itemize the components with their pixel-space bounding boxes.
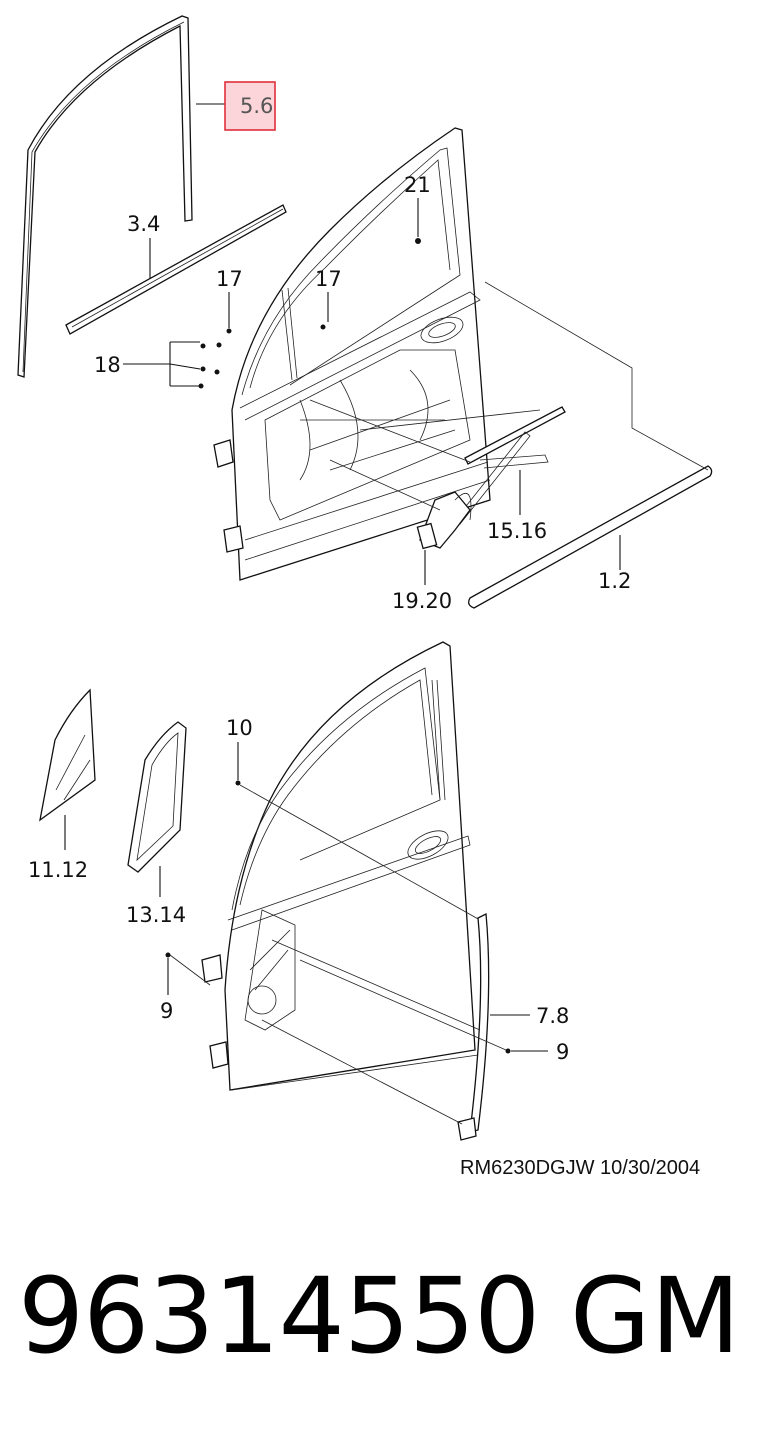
label-3-4: 3.4 <box>127 212 160 236</box>
label-13-14: 13.14 <box>126 903 186 927</box>
part-number: 96314550 <box>18 1255 540 1377</box>
belt-molding-part: 3.4 <box>65 204 287 335</box>
drawing-reference: RM6230DGJW 10/30/2004 <box>460 1157 701 1179</box>
label-1-2: 1.2 <box>598 569 631 593</box>
brand-name: GM <box>570 1255 741 1377</box>
fastener-10: 10 <box>226 716 481 921</box>
label-11-12: 11.12 <box>28 858 88 882</box>
regulator-motor-part: 19.20 <box>392 491 472 613</box>
label-21: 21 <box>404 173 431 197</box>
fastener-17a: 17 <box>216 267 243 334</box>
label-7-8: 7.8 <box>536 1004 569 1028</box>
weatherstrip-part: 1.2 <box>468 281 713 609</box>
fastener-9a: 9 <box>160 952 211 1023</box>
upper-leader-lines <box>309 399 541 511</box>
label-17b: 17 <box>315 267 342 291</box>
quarter-seal-part: 13.14 <box>126 721 187 927</box>
upper-door-shell <box>213 127 491 581</box>
label-15-16: 15.16 <box>487 519 547 543</box>
lower-door-shell <box>201 641 479 1091</box>
run-channel-part <box>17 15 193 378</box>
label-10: 10 <box>226 716 253 740</box>
label-19-20: 19.20 <box>392 589 452 613</box>
label-5-6: 5.6 <box>240 94 273 118</box>
label-9b: 9 <box>556 1040 569 1064</box>
fastener-9b: 9 <box>299 959 569 1064</box>
fastener-17b: 17 <box>315 267 342 330</box>
label-9a: 9 <box>160 999 173 1023</box>
rear-channel-part: 7.8 <box>261 912 569 1141</box>
quarter-glass-part: 11.12 <box>28 688 96 882</box>
fastener-21: 21 <box>404 173 431 244</box>
label-17a: 17 <box>216 267 243 291</box>
fasteners-18: 18 <box>94 341 222 389</box>
regulator-part: 15.16 <box>454 406 566 543</box>
label-18: 18 <box>94 353 121 377</box>
highlight-callout-5-6: 5.6 <box>196 81 276 131</box>
